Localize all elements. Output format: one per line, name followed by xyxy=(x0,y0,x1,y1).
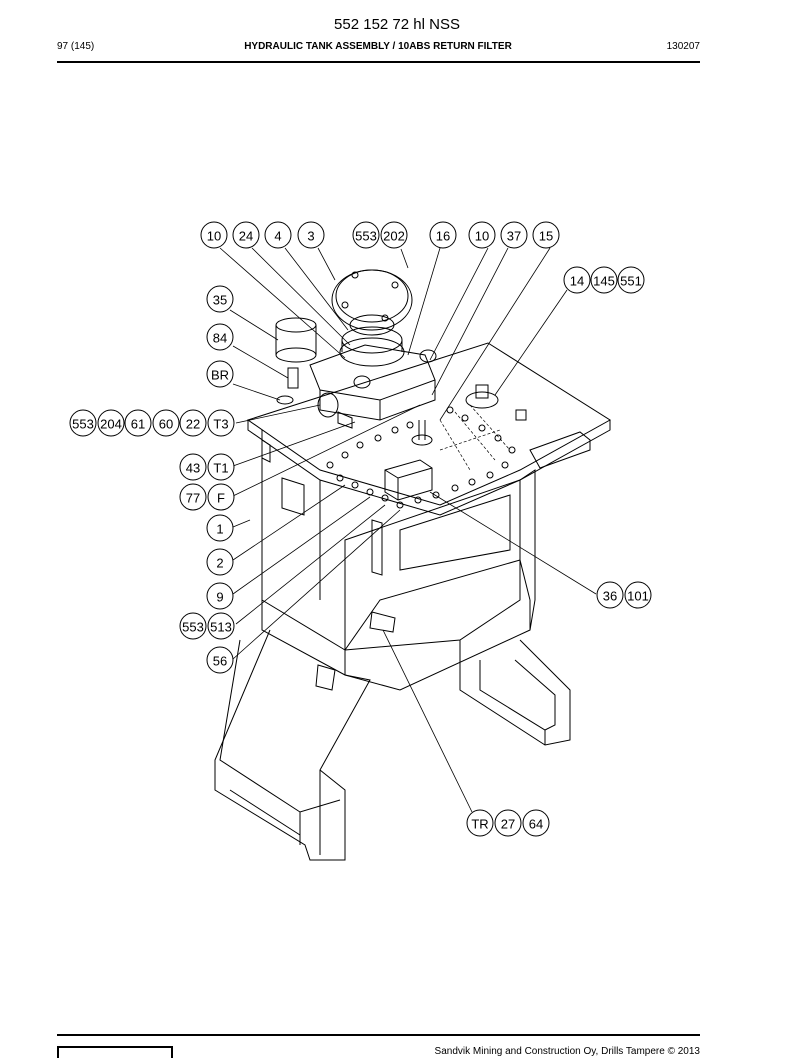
callout-label: 24 xyxy=(239,229,253,244)
footer-rule xyxy=(57,1034,700,1036)
callout-balloon: 22 xyxy=(179,409,207,437)
callout-label: 27 xyxy=(501,817,515,832)
callout-label: 513 xyxy=(210,620,232,635)
callout-balloon: T1 xyxy=(207,453,235,481)
tank-line-art xyxy=(214,269,611,861)
callout-label: BR xyxy=(211,368,229,383)
callout-balloon: 43 xyxy=(179,453,207,481)
callout-label: 60 xyxy=(159,417,173,432)
callout-balloon: 2 xyxy=(206,548,234,576)
callout-label: 35 xyxy=(213,293,227,308)
callout-balloon: 9 xyxy=(206,582,234,610)
callout-label: 553 xyxy=(355,229,377,244)
callout-label: 553 xyxy=(182,620,204,635)
callout-label: 14 xyxy=(570,274,584,289)
callout-balloon: 145 xyxy=(590,266,618,294)
callout-label: 551 xyxy=(620,274,642,289)
callout-label: 10 xyxy=(475,229,489,244)
callout-label: 202 xyxy=(383,229,405,244)
callout-balloon: 36 xyxy=(596,581,624,609)
callout-label: 553 xyxy=(72,417,94,432)
callout-label: 61 xyxy=(131,417,145,432)
callout-label: 1 xyxy=(216,522,223,537)
callout-balloon: 84 xyxy=(206,323,234,351)
callout-label: 77 xyxy=(186,491,200,506)
callout-label: 10 xyxy=(207,229,221,244)
callout-balloon: 204 xyxy=(97,409,125,437)
callout-label: 3 xyxy=(307,229,314,244)
callout-balloon: 64 xyxy=(522,809,550,837)
callout-balloon: 3 xyxy=(297,221,325,249)
callout-balloon: 202 xyxy=(380,221,408,249)
callout-label: TR xyxy=(471,817,488,832)
callout-label: 4 xyxy=(274,229,281,244)
leader-lines xyxy=(219,247,597,813)
page-number: 97 (145) xyxy=(57,41,95,52)
callout-label: 16 xyxy=(436,229,450,244)
callout-label: 84 xyxy=(213,331,227,346)
callout-balloon: 16 xyxy=(429,221,457,249)
document-number: 552 152 72 hl NSS xyxy=(334,16,460,33)
callout-label: 145 xyxy=(593,274,615,289)
section-title: HYDRAULIC TANK ASSEMBLY / 10ABS RETURN F… xyxy=(244,41,512,52)
callout-label: F xyxy=(217,491,225,506)
callout-label: 22 xyxy=(186,417,200,432)
callout-balloon: 56 xyxy=(206,646,234,674)
sandvik-logo xyxy=(57,1046,173,1058)
callout-label: 204 xyxy=(100,417,122,432)
callout-balloon: TR xyxy=(466,809,494,837)
callout-balloon: 4 xyxy=(264,221,292,249)
callout-label: 2 xyxy=(216,556,223,571)
callout-balloon: 553 xyxy=(69,409,97,437)
callout-balloon: 35 xyxy=(206,285,234,313)
callout-balloon: BR xyxy=(206,360,234,388)
footer-copyright: Sandvik Mining and Construction Oy, Dril… xyxy=(434,1046,700,1057)
callout-balloon: 60 xyxy=(152,409,180,437)
callout-label: 9 xyxy=(216,590,223,605)
callout-balloon: 101 xyxy=(624,581,652,609)
callout-label: 101 xyxy=(627,589,649,604)
callout-balloon: 553 xyxy=(352,221,380,249)
callout-balloon: 513 xyxy=(207,612,235,640)
callout-balloon: 551 xyxy=(617,266,645,294)
callout-balloon: 27 xyxy=(494,809,522,837)
callout-label: T1 xyxy=(213,461,228,476)
callout-balloon: 61 xyxy=(124,409,152,437)
callout-balloon: 24 xyxy=(232,221,260,249)
callout-label: 43 xyxy=(186,461,200,476)
callout-label: 56 xyxy=(213,654,227,669)
callout-balloon: F xyxy=(207,483,235,511)
callout-balloon: 37 xyxy=(500,221,528,249)
callout-label: T3 xyxy=(213,417,228,432)
callout-balloon: 14 xyxy=(563,266,591,294)
callout-balloon: 10 xyxy=(468,221,496,249)
callout-balloon: 77 xyxy=(179,483,207,511)
callout-balloon: 553 xyxy=(179,612,207,640)
date-code: 130207 xyxy=(666,41,700,52)
callout-label: 36 xyxy=(603,589,617,604)
header-rule xyxy=(57,61,700,63)
callout-label: 15 xyxy=(539,229,553,244)
callout-label: 64 xyxy=(529,817,543,832)
callout-balloon: T3 xyxy=(207,409,235,437)
callout-balloon: 10 xyxy=(200,221,228,249)
callout-balloon: 1 xyxy=(206,514,234,542)
callout-balloon: 15 xyxy=(532,221,560,249)
callout-label: 37 xyxy=(507,229,521,244)
